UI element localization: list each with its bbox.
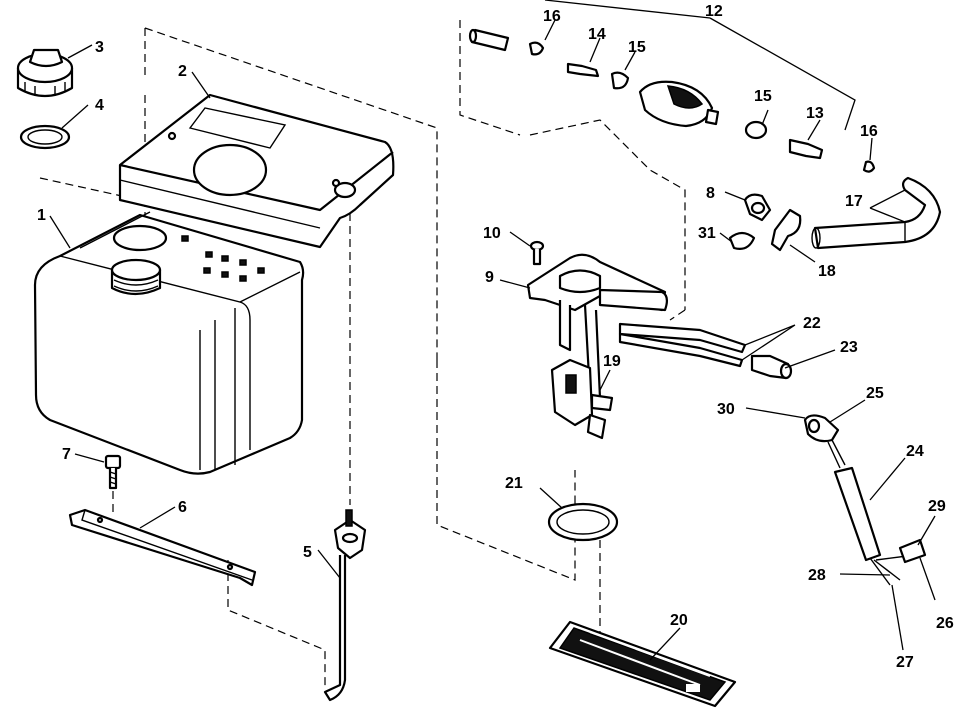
callout-25: 25: [866, 385, 884, 402]
primer-bulb-assembly: [468, 28, 876, 173]
callout-16b: 16: [860, 123, 878, 140]
pickup-gasket: [547, 502, 619, 542]
fuel-cap: [16, 48, 74, 98]
callout-labels: 3 4 2 1 5 6 7 12 16 14 15 15 13 16 17 8 …: [37, 3, 954, 671]
callout-30: 30: [717, 401, 735, 418]
callout-10: 10: [483, 225, 501, 242]
callout-18: 18: [818, 263, 836, 280]
fuel-sender: [550, 358, 614, 440]
callout-13: 13: [806, 105, 824, 122]
cap-gasket: [19, 124, 71, 150]
tank-cover: [118, 93, 395, 249]
fuel-tank: [33, 211, 305, 475]
callout-2: 2: [178, 63, 187, 80]
callout-9: 9: [485, 269, 494, 286]
callout-29: 29: [928, 498, 946, 515]
fuel-hose: [811, 176, 942, 250]
assembly-lines: [39, 20, 686, 690]
decal-plate: [548, 620, 737, 708]
callout-5: 5: [303, 544, 312, 561]
callout-26: 26: [936, 615, 954, 632]
callout-19: 19: [603, 353, 621, 370]
callout-28: 28: [808, 567, 826, 584]
callout-1: 1: [37, 207, 46, 224]
callout-8: 8: [706, 185, 715, 202]
hose-clamps: [728, 193, 802, 252]
callout-12: 12: [705, 3, 723, 20]
wire-leads: [618, 322, 747, 368]
callout-24: 24: [906, 443, 924, 460]
leader-lines: [49, 0, 936, 661]
callout-15b: 15: [754, 88, 772, 105]
callout-27: 27: [896, 654, 914, 671]
callout-3: 3: [95, 39, 104, 56]
callout-14: 14: [588, 26, 606, 43]
callout-17: 17: [845, 193, 863, 210]
callout-22: 22: [803, 315, 821, 332]
wire-connector: [750, 354, 793, 380]
callout-6: 6: [178, 499, 187, 516]
callout-23: 23: [840, 339, 858, 356]
callout-31: 31: [698, 225, 716, 242]
callout-21: 21: [505, 475, 523, 492]
callout-15a: 15: [628, 39, 646, 56]
fuel-gauge: [323, 509, 367, 702]
wiring-harness: [803, 414, 927, 586]
callout-7: 7: [62, 446, 71, 463]
pickup-screw: [529, 240, 545, 266]
mounting-bracket: [68, 508, 257, 587]
bracket-screw: [104, 454, 122, 490]
callout-20: 20: [670, 612, 688, 629]
callout-16a: 16: [543, 8, 561, 25]
callout-4: 4: [95, 97, 104, 114]
